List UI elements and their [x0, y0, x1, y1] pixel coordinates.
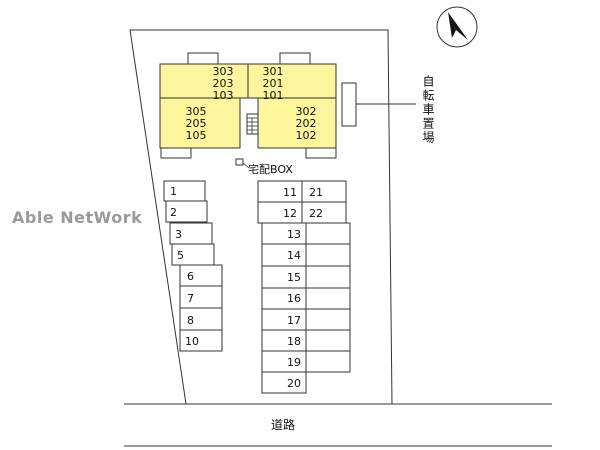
delivery-box-label: 宅配BOX [248, 162, 293, 176]
parking-label-20: 20 [287, 377, 301, 390]
delivery-box-icon [235, 158, 244, 166]
unit-label-205: 205 [186, 117, 207, 130]
parking-label-22: 22 [309, 207, 323, 220]
parking-label-18: 18 [287, 335, 301, 348]
parking-label-10: 10 [185, 335, 199, 348]
parking-label-2: 2 [170, 206, 177, 219]
parking-label-16: 16 [287, 292, 301, 305]
parking-label-5: 5 [177, 249, 184, 262]
balcony-bottom-left [160, 147, 192, 159]
stairs [246, 113, 259, 135]
parking-label-11: 11 [283, 186, 297, 199]
building-block-top-right [247, 63, 337, 99]
parking-label-1: 1 [170, 185, 177, 198]
watermark: Able NetWork [12, 208, 142, 227]
parking-center: 11 12 13 14 15 16 17 18 19 20 [257, 180, 307, 394]
parking-left: 1 2 3 5 6 7 8 10 [163, 180, 223, 352]
unit-label-203: 203 [213, 77, 234, 90]
parking-label-3: 3 [175, 228, 182, 241]
parking-label-6: 6 [187, 270, 194, 283]
building-block-bottom-right [257, 97, 337, 149]
parking-space-unlabeled-2 [305, 243, 351, 267]
parking-space-unlabeled-1 [305, 222, 351, 245]
parking-space-unlabeled-7 [305, 350, 351, 373]
building-block-bottom-left [159, 97, 241, 149]
parking-space-unlabeled-3 [305, 265, 351, 289]
parking-space-2 [165, 200, 208, 223]
unit-label-303: 303 [213, 65, 234, 78]
parking-space-unlabeled-4 [305, 287, 351, 310]
parking-label-8: 8 [187, 314, 194, 327]
balcony-top-right [279, 52, 311, 65]
bicycle-parking-label: 自転車置場 [421, 75, 435, 145]
parking-space-20 [261, 371, 307, 394]
parking-label-21: 21 [309, 186, 323, 199]
building-block-top-left [159, 63, 249, 99]
parking-label-7: 7 [187, 292, 194, 305]
unit-label-301: 301 [263, 65, 284, 78]
unit-label-201: 201 [263, 77, 284, 90]
parking-label-14: 14 [287, 249, 301, 262]
balcony-top-left [187, 52, 219, 65]
unit-label-105: 105 [186, 129, 207, 142]
parking-label-15: 15 [287, 271, 301, 284]
building [159, 63, 337, 149]
parking-label-17: 17 [287, 314, 301, 327]
unit-label-202: 202 [296, 117, 317, 130]
unit-label-102: 102 [296, 129, 317, 142]
parking-label-13: 13 [287, 228, 301, 241]
unit-label-302: 302 [296, 105, 317, 118]
unit-label-103: 103 [213, 89, 234, 102]
parking-label-12: 12 [283, 207, 297, 220]
unit-label-101: 101 [263, 89, 284, 102]
parking-space-unlabeled-5 [305, 308, 351, 331]
parking-right: 21 22 [301, 180, 351, 373]
road-label: 道路 [271, 417, 295, 432]
parking-space-10 [179, 329, 223, 352]
balcony-bottom-right [305, 147, 337, 159]
parking-label-19: 19 [287, 356, 301, 369]
unit-label-305: 305 [186, 105, 207, 118]
bicycle-parking [341, 82, 357, 127]
north-arrow-icon [436, 6, 478, 48]
parking-space-unlabeled-6 [305, 329, 351, 352]
